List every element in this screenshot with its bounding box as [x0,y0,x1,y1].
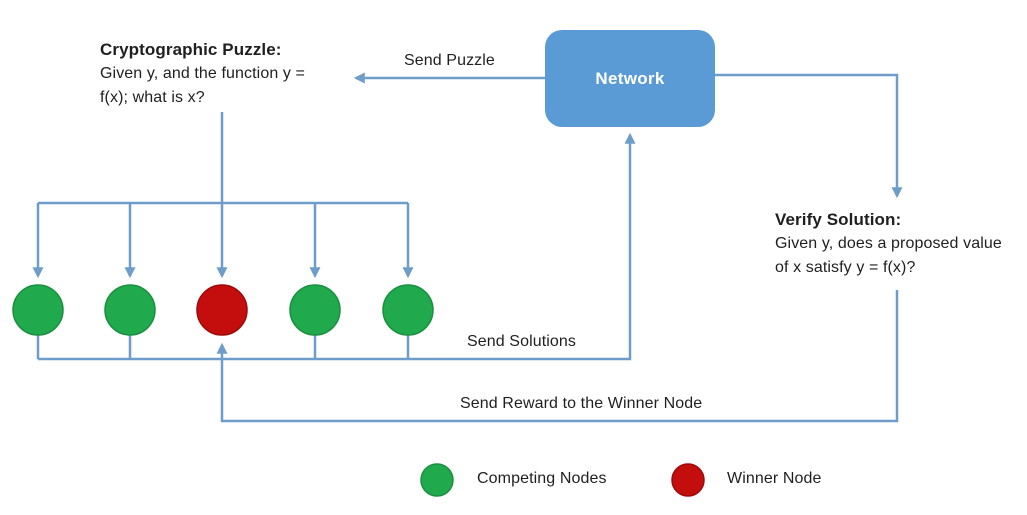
verify-solution-line-1: Given y, does a proposed value [775,235,1002,252]
legend-competing-label: Competing Nodes [477,470,607,487]
competing-node-swatch-icon [420,463,454,497]
verify-solution-note: Verify Solution: Given y, does a propose… [775,208,1002,280]
cryptographic-puzzle-line-1: Given y, and the function y = [100,65,305,82]
competing-node [104,284,156,336]
cryptographic-puzzle-title: Cryptographic Puzzle: [100,40,282,59]
competing-node-swatch-circle [420,463,454,497]
competing-node [12,284,64,336]
send-solutions-label: Send Solutions [467,333,577,350]
competing-node [382,284,434,336]
winner-node-swatch-icon [671,463,705,497]
send-reward-label: Send Reward to the Winner Node [460,395,703,412]
network-label: Network [595,68,665,88]
legend-winner-label: Winner Node [727,470,822,487]
winner-node-swatch-circle [671,463,705,497]
competing-node [289,284,341,336]
winner-node [196,284,248,336]
send-reward-arrow [216,290,899,423]
cryptographic-puzzle-line-2: f(x); what is x? [100,89,205,106]
verify-solution-title: Verify Solution: [775,210,902,229]
cryptographic-puzzle-note: Cryptographic Puzzle: Given y, and the f… [100,38,305,110]
network-to-verify-arrow [715,73,903,199]
network-box: Network [545,30,715,127]
send-solutions-arrow [38,132,636,361]
send-puzzle-label: Send Puzzle [404,52,495,69]
verify-solution-line-2: of x satisfy y = f(x)? [775,259,916,276]
